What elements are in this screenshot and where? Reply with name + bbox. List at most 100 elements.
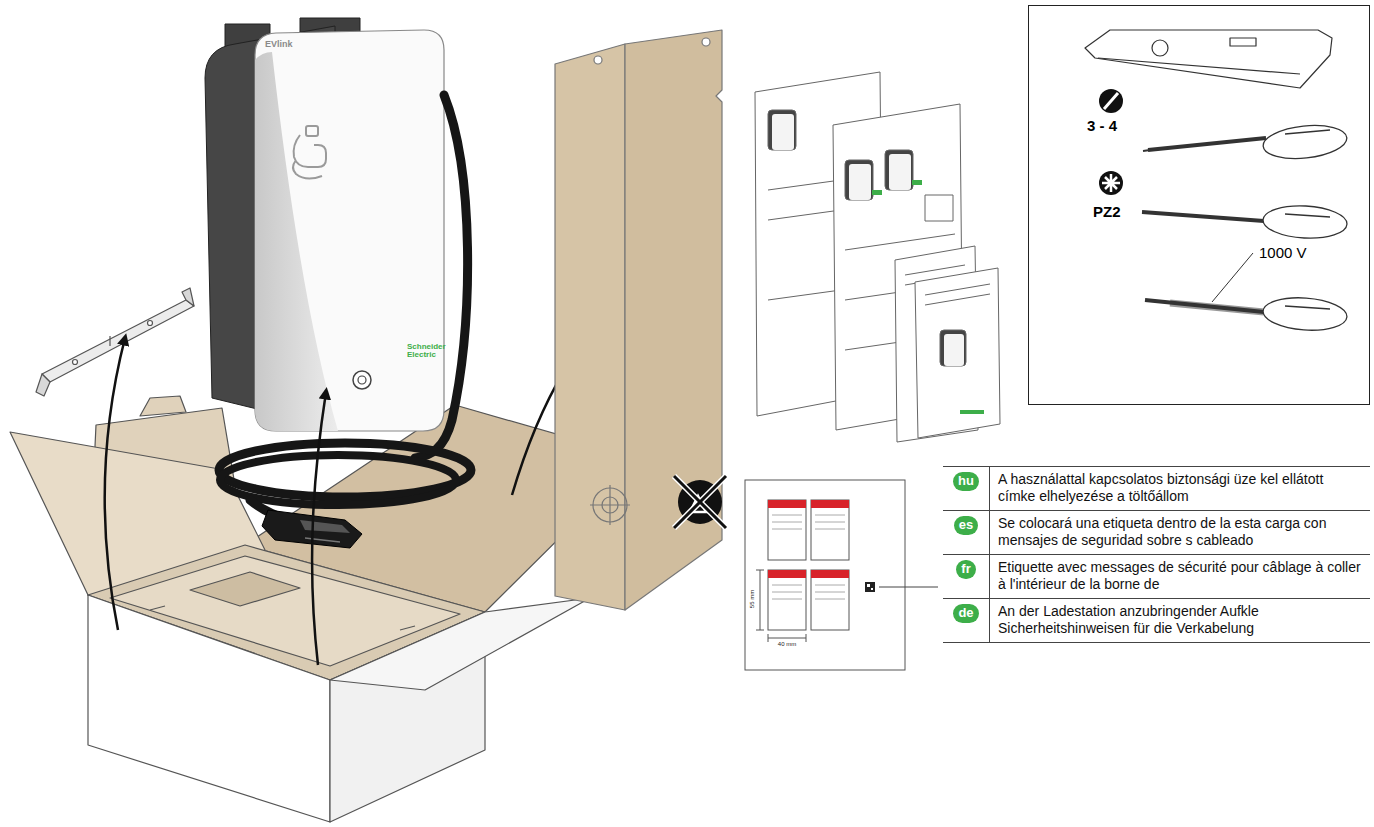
charging-station	[205, 18, 444, 431]
language-code: es	[954, 516, 978, 535]
manual-booklets	[872, 190, 882, 195]
charging-station	[358, 376, 366, 384]
table-row: esSe colocará una etiqueta dentro de la …	[943, 511, 1370, 555]
tool-size: 3 - 4	[1087, 117, 1117, 134]
manual-booklets	[912, 180, 922, 185]
phillips-screwdriver	[1102, 174, 1120, 192]
safety-label-sheet	[811, 570, 849, 630]
table-row: de An der Ladestation anzubringender Aufk…	[943, 599, 1370, 642]
flat-screwdriver	[1104, 93, 1118, 109]
drilling-template	[625, 30, 722, 610]
table-cell: es	[943, 511, 990, 554]
safety-label-sheet	[760, 570, 761, 630]
illustration-part	[772, 599, 802, 600]
illustration-part	[815, 592, 845, 593]
leader-line	[879, 587, 938, 588]
flat-screwdriver	[1099, 89, 1123, 113]
illustration-part	[772, 522, 802, 523]
language-code: de	[953, 604, 978, 623]
safety-label-sheet	[768, 570, 806, 630]
illustration-part	[772, 515, 845, 599]
box-flap	[330, 598, 590, 690]
flat-screwdriver	[1099, 89, 1348, 162]
safety-label-sheet	[811, 500, 849, 560]
safety-label-sheet	[811, 500, 849, 508]
unboxing-arrow	[105, 338, 125, 630]
table-cell: An der Ladestation anzubringender Aufkle…	[990, 599, 1370, 642]
safety-label-sheet	[865, 582, 875, 592]
safety-label-sheet	[768, 500, 806, 508]
table-cell: fr	[943, 555, 990, 598]
safety-label-sheet	[756, 570, 764, 571]
no-recycle-icon	[674, 476, 726, 528]
box-opening	[190, 572, 300, 606]
leader-line	[1212, 253, 1253, 302]
safety-label-sheet	[745, 480, 905, 670]
table-cell: Etiquette avec messages de sécurité pour…	[990, 555, 1370, 598]
charging-cable	[415, 95, 468, 458]
brand-name: EVlink	[265, 39, 293, 49]
manual-booklets	[849, 164, 871, 200]
table-cell: de	[943, 599, 990, 642]
wall-bracket	[148, 321, 153, 326]
manual-booklets	[925, 195, 953, 221]
insulated-screwdriver	[1145, 300, 1264, 312]
box-face	[88, 595, 330, 822]
insulated-screwdriver	[1145, 295, 1348, 333]
phillips-screwdriver	[1142, 212, 1264, 221]
safety-label-sheet	[867, 584, 870, 587]
manual-booklets	[845, 234, 955, 250]
tool-size: PZ2	[1093, 203, 1121, 220]
safety-label-sheet	[768, 500, 806, 560]
manual-booklets	[925, 294, 990, 305]
phillips-screwdriver	[1285, 214, 1330, 217]
box-face	[88, 595, 485, 822]
illustration-part	[815, 585, 845, 586]
charging-cable	[220, 455, 456, 505]
drilling-template	[609, 485, 610, 525]
table-cell: A használattal kapcsolatos biztonsági üz…	[990, 467, 1370, 510]
language-table: huA használattal kapcsolatos biztonsági …	[943, 466, 1370, 643]
no-recycle-icon	[674, 476, 726, 528]
language-code: fr	[956, 560, 975, 579]
cable-connector	[305, 538, 340, 542]
phillips-screwdriver	[1099, 171, 1123, 195]
leader-line	[1212, 253, 1253, 302]
illustration-part	[815, 599, 845, 600]
insulated-screwdriver	[1170, 303, 1264, 312]
phillips-screwdriver	[1262, 204, 1348, 240]
spirit-level	[1098, 58, 1300, 74]
manual-booklets	[940, 330, 966, 366]
illustration-part	[772, 592, 802, 593]
dimension: 55 mm	[749, 582, 755, 616]
safety-label-sheet	[768, 638, 806, 639]
dimension: 40 mm	[768, 641, 806, 647]
charging-station	[255, 52, 338, 431]
insulated-screwdriver	[1262, 295, 1348, 333]
safety-label-sheet	[871, 588, 873, 590]
illustration-part	[815, 515, 845, 516]
safety-label-sheet	[756, 630, 764, 631]
manual-booklets	[768, 110, 796, 150]
charging-station	[293, 135, 326, 179]
table-cell: hu	[943, 467, 990, 510]
flat-screwdriver	[1285, 130, 1330, 134]
drilling-template	[702, 38, 710, 46]
no-recycle-icon	[674, 476, 726, 528]
wall-bracket	[36, 374, 50, 396]
safety-label-sheet	[768, 570, 806, 578]
table-row: huA használattal kapcsolatos biztonsági …	[943, 467, 1370, 511]
voltage-rating: 1000 V	[1259, 244, 1307, 261]
manual-booklets	[905, 265, 965, 275]
spirit-level	[1085, 30, 1332, 88]
manual-booklets	[772, 114, 794, 150]
manual-booklets	[960, 410, 984, 414]
flat-screwdriver	[1262, 122, 1349, 163]
manual-booklets	[755, 72, 1000, 442]
charging-station	[255, 30, 444, 431]
box-opening	[400, 626, 415, 630]
charging-station	[306, 126, 318, 136]
manual-booklets	[885, 150, 913, 190]
